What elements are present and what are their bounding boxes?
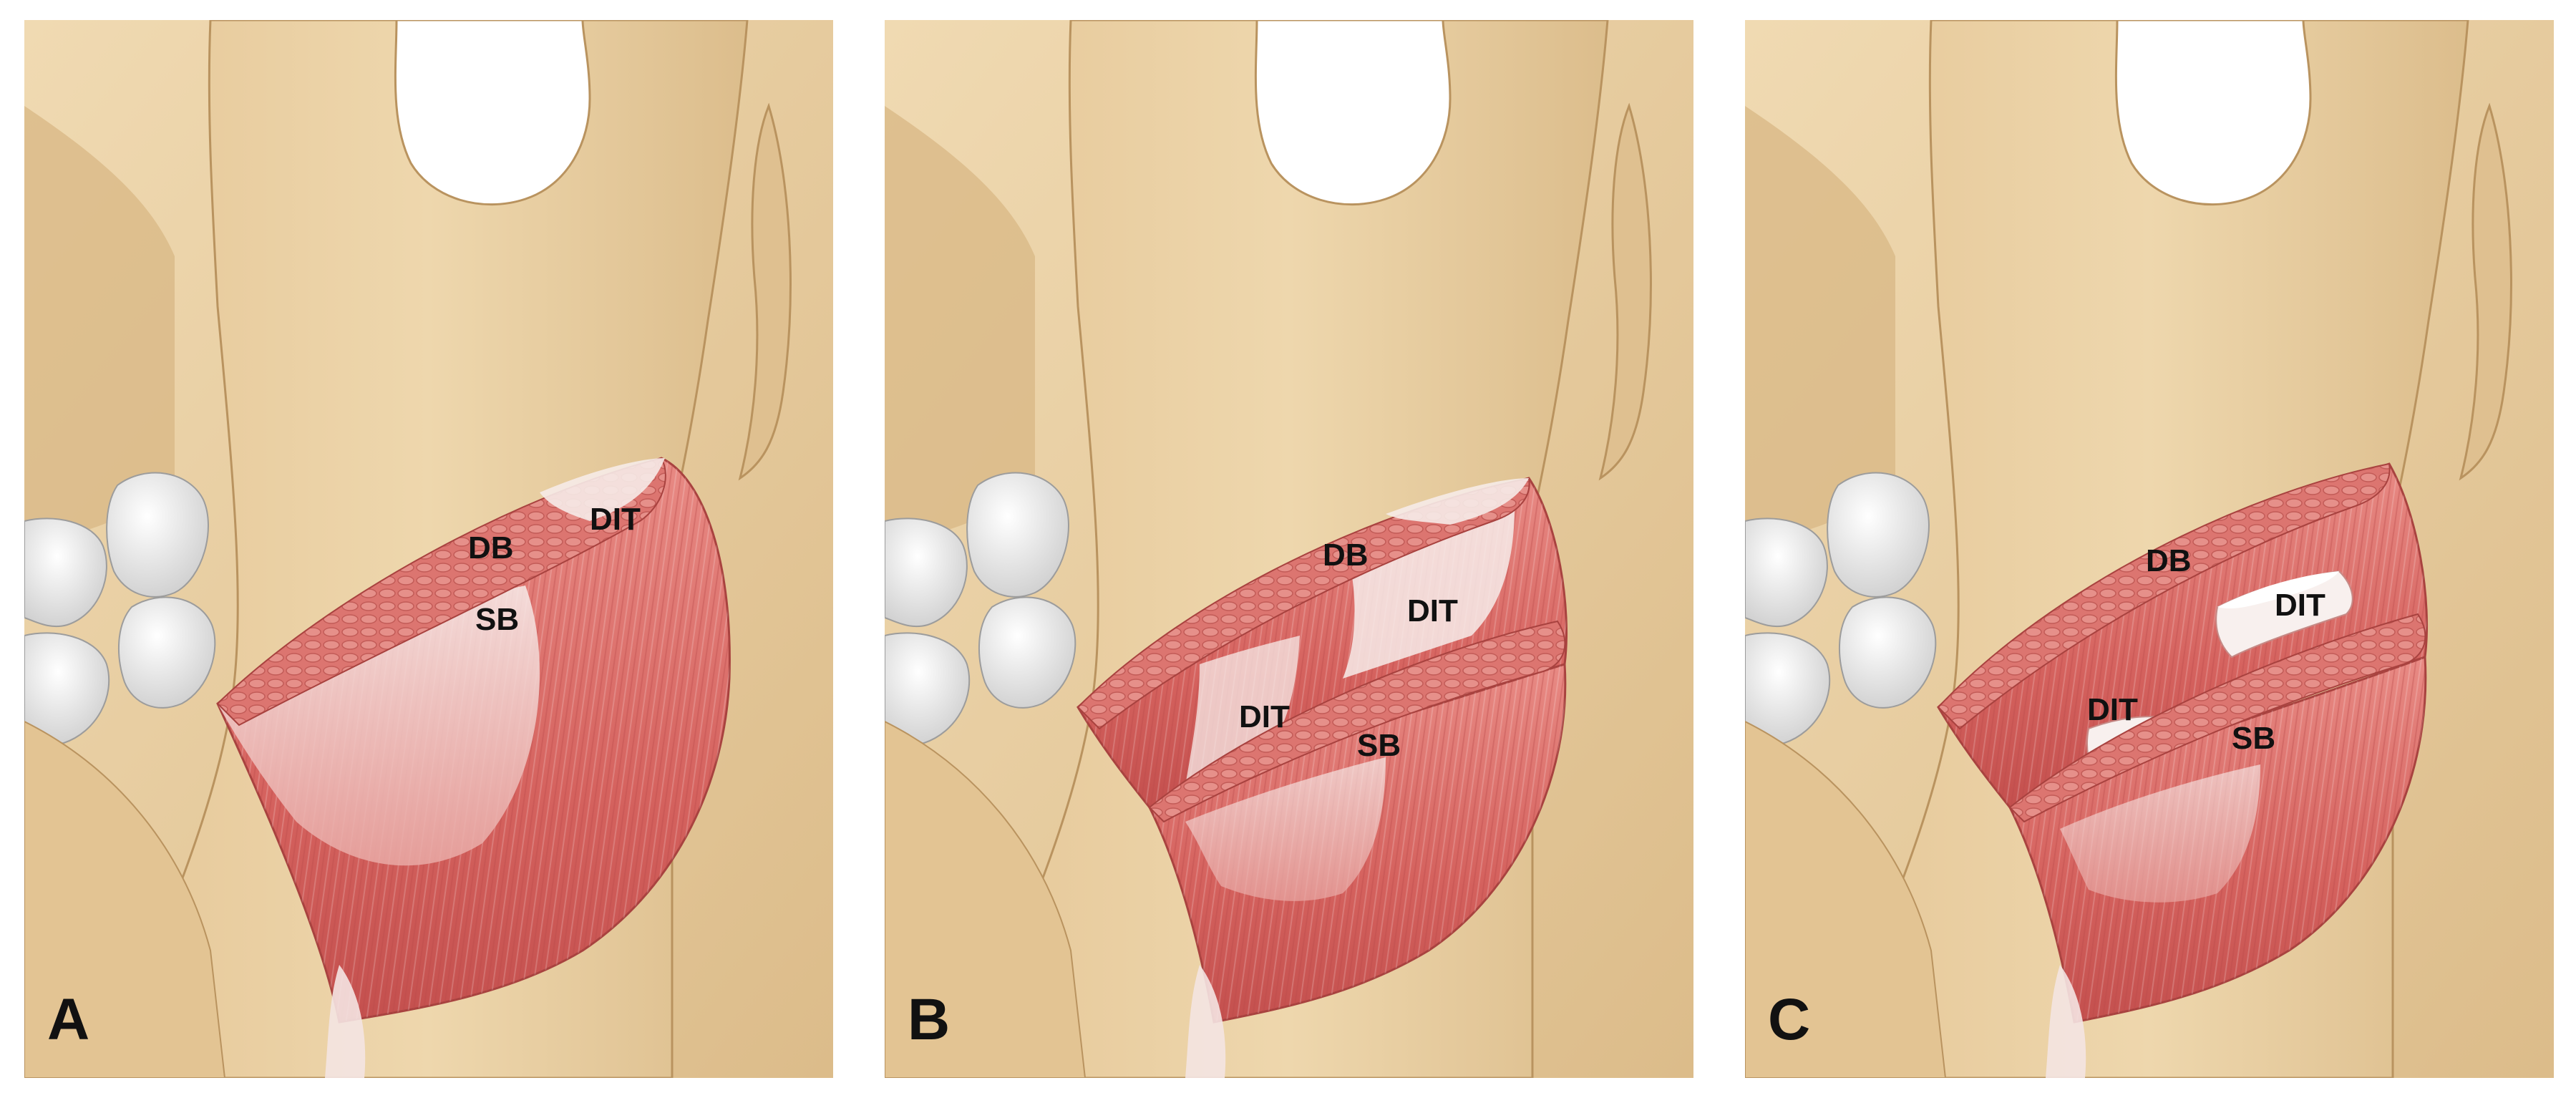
inferior-tendon — [2046, 965, 2086, 1078]
muscle-cross-section — [216, 457, 666, 727]
teeth — [1745, 472, 1937, 745]
label-dit-lower: DIT — [1239, 699, 1290, 734]
mandible-body — [1745, 720, 1947, 1078]
panel-b: DB DIT DIT SB B — [885, 20, 1693, 1078]
superficial-layer-cross-section — [2008, 613, 2426, 823]
superficial-tendon — [1185, 757, 1386, 901]
styloid-process — [738, 102, 792, 481]
label-sb: SB — [1357, 728, 1401, 763]
teeth — [24, 472, 216, 745]
panel-a: DB DIT SB A — [24, 20, 833, 1078]
label-dit-upper: DIT — [2275, 588, 2325, 623]
panel-letter-a: A — [47, 987, 90, 1052]
label-db: DB — [468, 530, 514, 565]
mandible-body — [24, 720, 226, 1078]
styloid-process — [1598, 102, 1652, 481]
styloid-process — [2459, 102, 2512, 481]
sigmoid-notch — [2114, 20, 2312, 206]
superficial-layer-cross-section — [1148, 620, 1566, 823]
label-sb: SB — [475, 602, 519, 637]
deep-layer-cross-section — [1937, 462, 2391, 730]
label-db: DB — [1323, 538, 1369, 573]
maxilla-shadow — [24, 106, 175, 543]
deep-layer-cross-section — [1076, 477, 1530, 730]
panel-letter-b: B — [908, 987, 951, 1052]
panel-letter-c: C — [1768, 987, 1811, 1052]
panel-c: DB DIT DIT SB C — [1745, 20, 2554, 1078]
superficial-tendon — [2060, 764, 2260, 903]
label-dit: DIT — [590, 502, 641, 537]
deep-tendon-band-lower — [1185, 636, 1300, 786]
label-sb: SB — [2232, 721, 2275, 756]
deep-tendon-strip — [540, 458, 665, 521]
inferior-tendon — [325, 965, 366, 1078]
maxilla-shadow — [885, 106, 1035, 543]
inferior-tendon — [1185, 965, 1226, 1078]
label-dit-lower: DIT — [2087, 692, 2138, 727]
label-db: DB — [2146, 543, 2192, 578]
sigmoid-notch — [1254, 20, 1452, 206]
teeth — [885, 472, 1076, 745]
maxilla-shadow — [1745, 106, 1895, 543]
sigmoid-notch — [394, 20, 591, 206]
label-dit-upper: DIT — [1407, 593, 1458, 628]
superficial-tendon — [218, 585, 540, 866]
mandible-body — [885, 720, 1087, 1078]
